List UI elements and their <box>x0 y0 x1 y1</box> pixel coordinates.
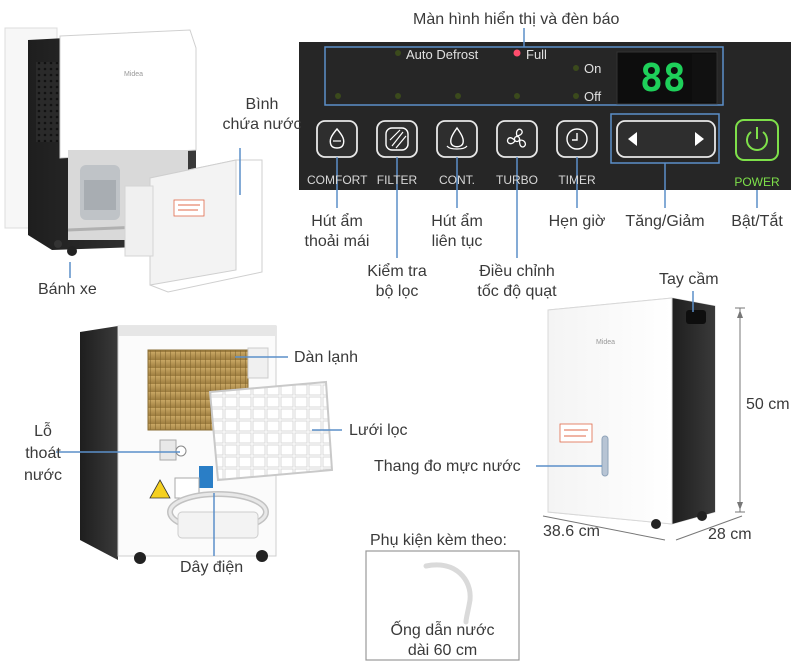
power-button-label[interactable]: POWER <box>734 175 780 189</box>
callout-lines-bottom-left <box>56 356 342 556</box>
power-cord-label: Dây điện <box>180 559 244 576</box>
turbo-button <box>496 120 538 158</box>
timer-label: Hẹn giờ <box>548 213 606 230</box>
right-arrow-icon <box>695 132 704 146</box>
power-label: Bật/Tắt <box>731 213 783 230</box>
accessory-box <box>365 550 520 661</box>
filter-icon <box>385 127 409 151</box>
svg-text:Midea: Midea <box>596 339 615 346</box>
off-indicator: Off <box>584 89 602 104</box>
display-digits: 88 <box>640 56 686 100</box>
wheels-label: Bánh xe <box>38 281 97 298</box>
up-down-label: Tăng/Giảm <box>625 213 705 230</box>
handle-label: Tay cầm <box>659 271 719 288</box>
height-dimension: 50 cm <box>746 396 790 413</box>
callout-lines-bottom-right <box>536 291 694 467</box>
power-icon <box>746 127 768 151</box>
fan-speed-label: Điều chỉnh tốc độ quạt <box>477 263 557 300</box>
timer-icon <box>566 128 588 150</box>
accessories-title: Phụ kiện kèm theo: <box>370 532 507 549</box>
evaporator-label: Dàn lạnh <box>294 349 359 366</box>
display-indicators-label: Màn hình hiển thị và đèn báo <box>413 11 620 28</box>
timer-button <box>556 120 598 158</box>
power-button <box>735 119 779 161</box>
turbo-button-label[interactable]: TURBO <box>496 173 538 187</box>
depth-dimension: 38.6 cm <box>543 523 600 540</box>
up-down-button <box>616 120 716 158</box>
tank-label: Bình chứa nước <box>222 96 302 133</box>
unit-dimension-view: Midea <box>542 297 745 541</box>
unit-tank-open-view: Midea <box>4 27 263 293</box>
comfort-icon <box>329 127 345 149</box>
svg-text:Midea: Midea <box>124 71 143 78</box>
fan-icon <box>506 128 527 148</box>
cont-button-label[interactable]: CONT. <box>439 173 475 187</box>
width-dimension: 28 cm <box>708 526 752 543</box>
filter-check-label: Kiểm tra bộ lọc <box>367 263 427 300</box>
filter-button <box>376 120 418 158</box>
filter-mesh-label: Lưới lọc <box>349 422 408 439</box>
water-gauge-label: Thang đo mực nước <box>374 458 521 475</box>
unit-back-view <box>80 325 334 564</box>
on-indicator: On <box>584 61 602 76</box>
hose-label: Ống dẫn nước dài 60 cm <box>390 622 495 659</box>
hose-icon <box>423 562 473 625</box>
comfort-button-label[interactable]: COMFORT <box>307 173 368 187</box>
drop-icon <box>450 126 464 148</box>
control-panel <box>299 42 791 190</box>
auto-defrost-indicator: Auto Defrost <box>406 47 479 62</box>
left-arrow-icon <box>628 132 637 146</box>
full-indicator: Full <box>526 47 547 62</box>
filter-button-label[interactable]: FILTER <box>376 173 418 187</box>
callout-lines <box>69 28 758 278</box>
drain-hole-label: Lỗ thoát nước <box>23 423 63 484</box>
comfort-button <box>316 120 358 158</box>
comfort-mode-label: Hút ẩm thoải mái <box>304 213 370 250</box>
continuous-mode-label: Hút ẩm liên tục <box>431 213 483 250</box>
timer-button-label[interactable]: TIMER <box>558 173 596 187</box>
cont-button <box>436 120 478 158</box>
